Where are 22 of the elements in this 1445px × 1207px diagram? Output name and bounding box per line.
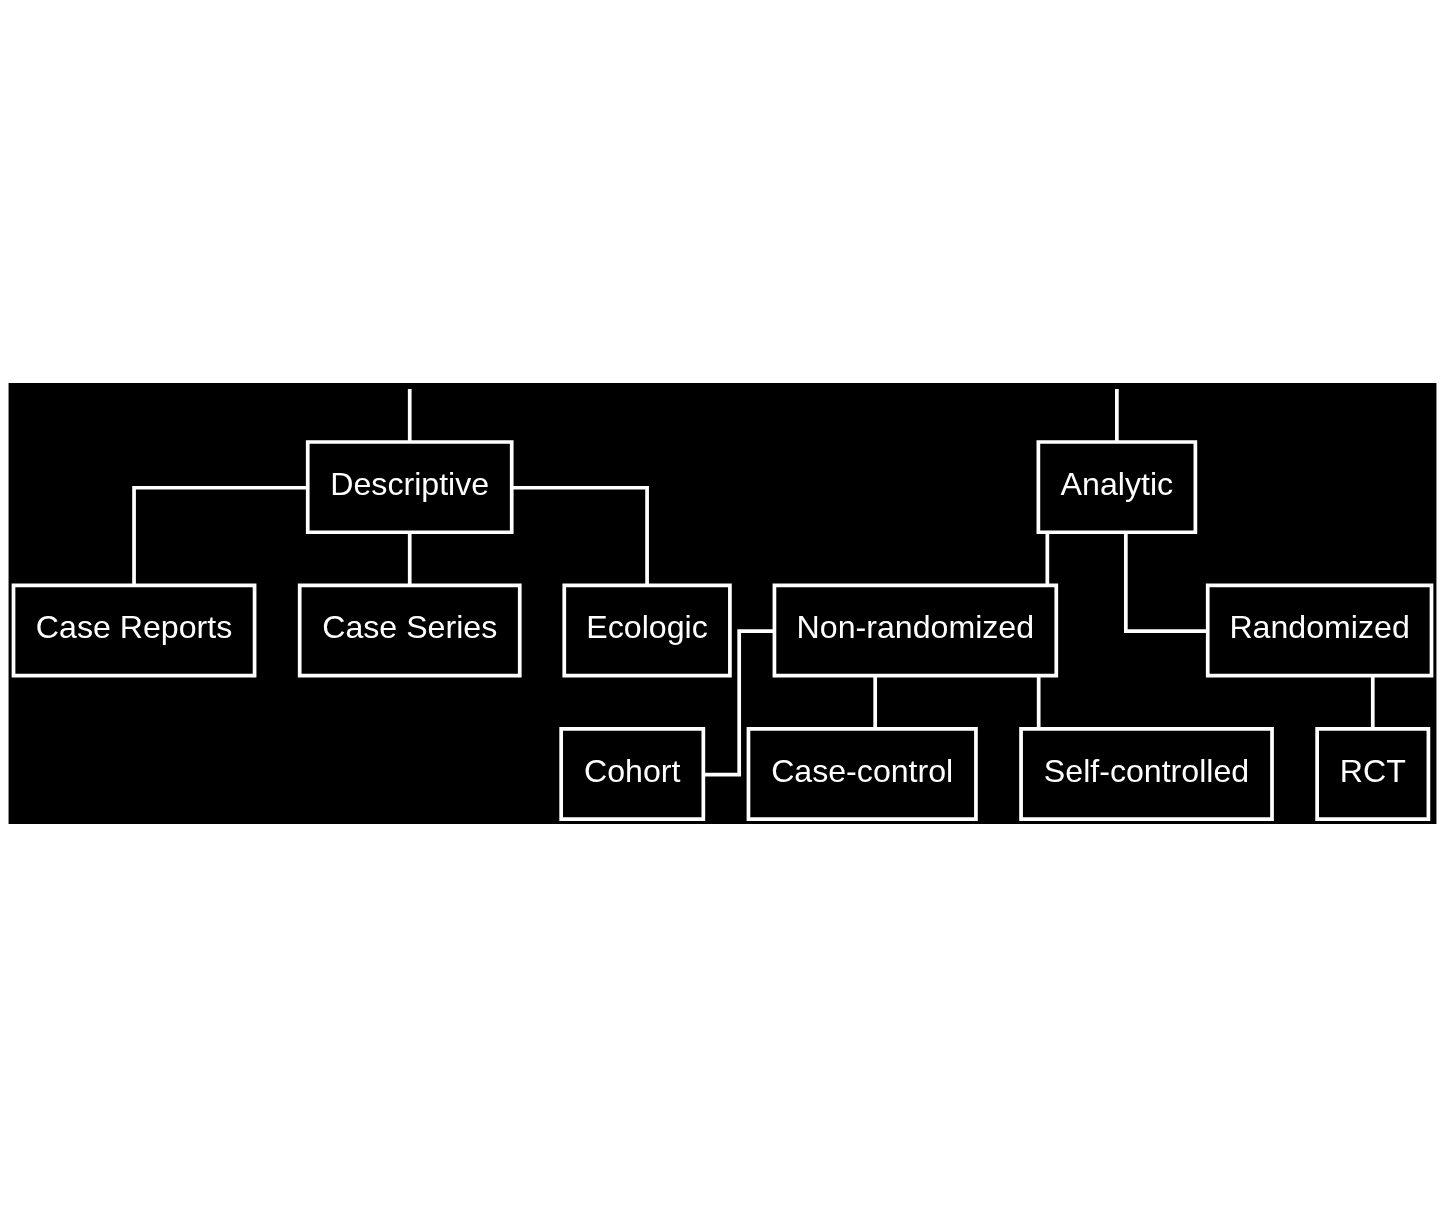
node-box: Cohort (559, 726, 706, 821)
node-box: Analytic (1036, 440, 1198, 535)
connector (1045, 532, 1050, 585)
connector (407, 389, 412, 442)
node-box: Descriptive (305, 440, 514, 535)
connector (1115, 389, 1119, 442)
connector (873, 675, 878, 729)
connector (132, 485, 308, 586)
node-box: Randomized (1205, 583, 1434, 678)
node-box: Case-control (746, 726, 978, 821)
connector (1036, 675, 1041, 729)
connector (703, 629, 775, 777)
node-box: RCT (1315, 726, 1431, 821)
connector (1123, 532, 1208, 633)
connector (1370, 675, 1375, 729)
node-box: Case Series (297, 583, 522, 678)
node-box: Self-controlled (1019, 726, 1274, 821)
node-box: Non-randomized (772, 583, 1059, 678)
connector (511, 485, 649, 586)
connector (407, 532, 412, 585)
node-box: Case Reports (11, 583, 257, 678)
node-box: Ecologic (562, 583, 732, 678)
